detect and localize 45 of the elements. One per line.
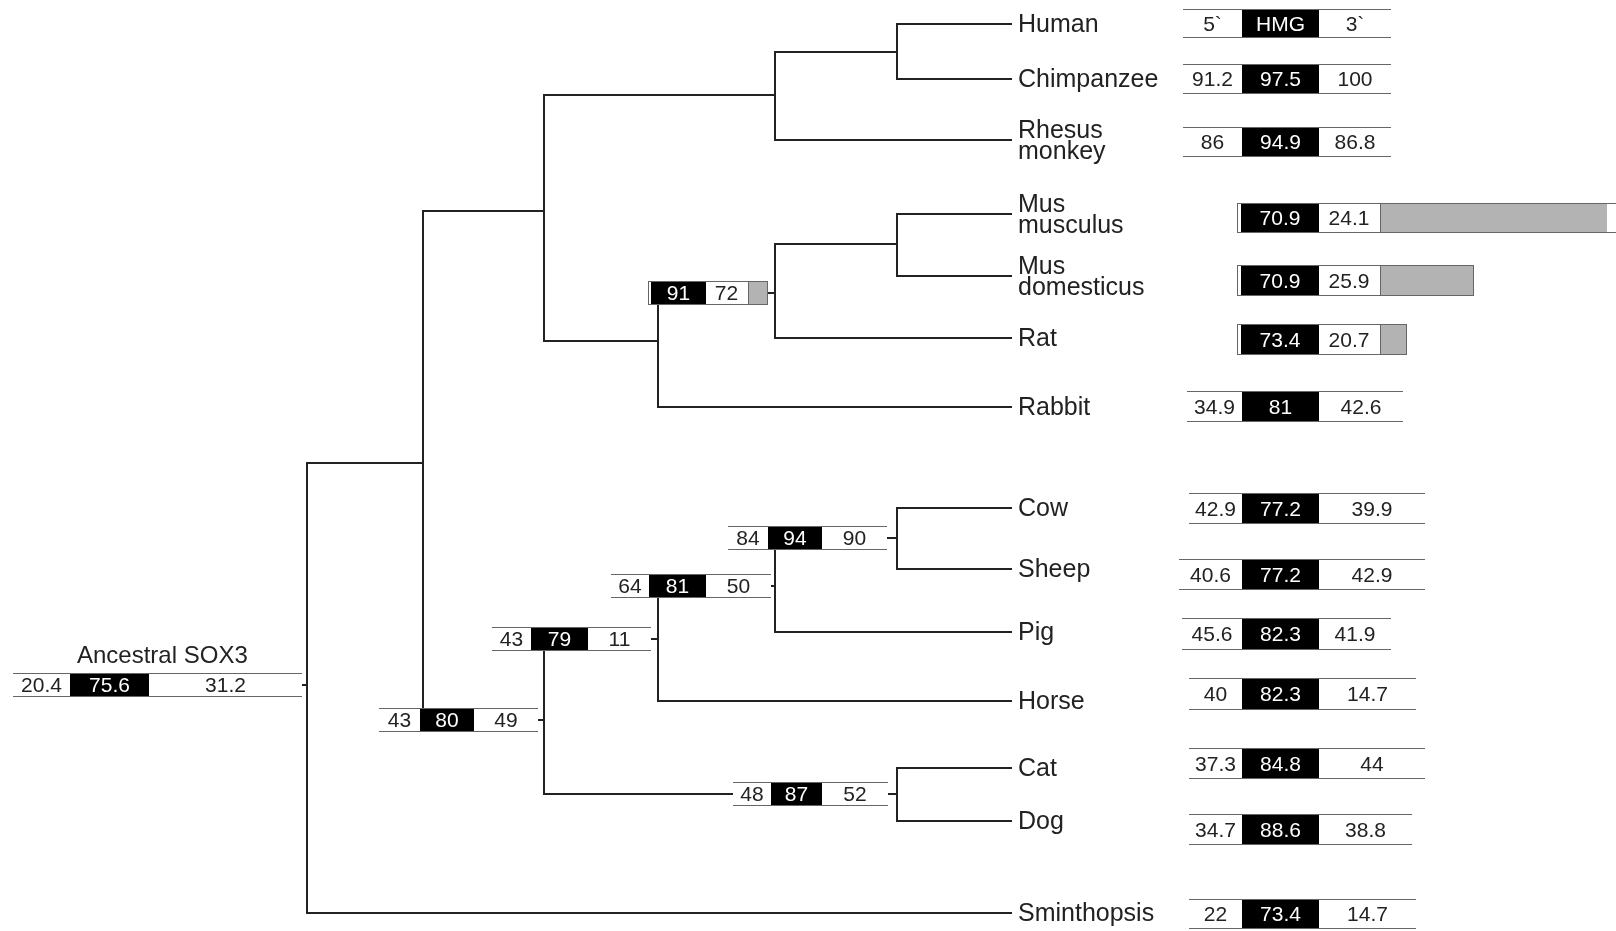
branch-line — [537, 719, 734, 795]
hmg-identity-value: 70.9 — [1241, 204, 1319, 232]
species-label: Dog — [1012, 810, 1064, 832]
gene-bar — [1237, 265, 1474, 296]
hmg-identity-value: 91 — [651, 282, 706, 304]
branch-line — [886, 537, 1013, 570]
branch-line — [767, 292, 1013, 339]
hmg-identity-value: 81 — [1242, 392, 1319, 421]
gene-bar — [611, 574, 771, 598]
species-label: Cow — [1012, 497, 1068, 519]
hmg-identity-value: 73.4 — [1241, 325, 1319, 354]
node-title: Ancestral SOX3 — [77, 641, 248, 669]
hmg-identity-value: 70.9 — [1241, 266, 1319, 295]
species-label: Sheep — [1012, 558, 1091, 580]
hmg-identity-value: 75.6 — [70, 674, 149, 696]
species-label: Mus musculus — [1012, 192, 1124, 236]
hmg-identity-value: 80 — [420, 709, 474, 731]
hmg-identity-value: 87 — [771, 783, 822, 805]
gene-bar — [648, 281, 768, 305]
hmg-identity-value: 77.2 — [1242, 494, 1319, 523]
hmg-identity-value: 79 — [531, 628, 588, 650]
species-label: Cat — [1012, 757, 1057, 779]
branch-line — [887, 793, 1013, 822]
hmg-identity-value: 82.3 — [1242, 619, 1319, 649]
hmg-identity-value: 77.2 — [1242, 560, 1319, 589]
species-label: Rabbit — [1012, 396, 1091, 418]
species-label: Human — [1012, 13, 1099, 35]
hmg-identity-value: 94 — [768, 527, 822, 549]
species-label: Sminthopsis — [1012, 902, 1155, 924]
hmg-identity-value: 94.9 — [1242, 128, 1319, 156]
hmg-identity-value: 73.4 — [1242, 900, 1319, 928]
gene-bar — [1237, 324, 1407, 355]
species-label: Rhesus monkey — [1012, 118, 1106, 162]
species-label: Pig — [1012, 621, 1055, 643]
species-label: Chimpanzee — [1012, 68, 1159, 90]
species-label: Horse — [1012, 690, 1085, 712]
hmg-identity-value: 88.6 — [1242, 815, 1319, 844]
hmg-identity-value: 97.5 — [1242, 65, 1319, 93]
hmg-identity-value: 84.8 — [1242, 749, 1319, 778]
gene-bar — [1237, 203, 1616, 233]
hmg-identity-value: HMG — [1242, 10, 1319, 37]
hmg-identity-value: 81 — [649, 575, 706, 597]
hmg-identity-value: 82.3 — [1242, 679, 1319, 709]
species-label: Rat — [1012, 327, 1057, 349]
species-label: Mus domesticus — [1012, 254, 1145, 298]
